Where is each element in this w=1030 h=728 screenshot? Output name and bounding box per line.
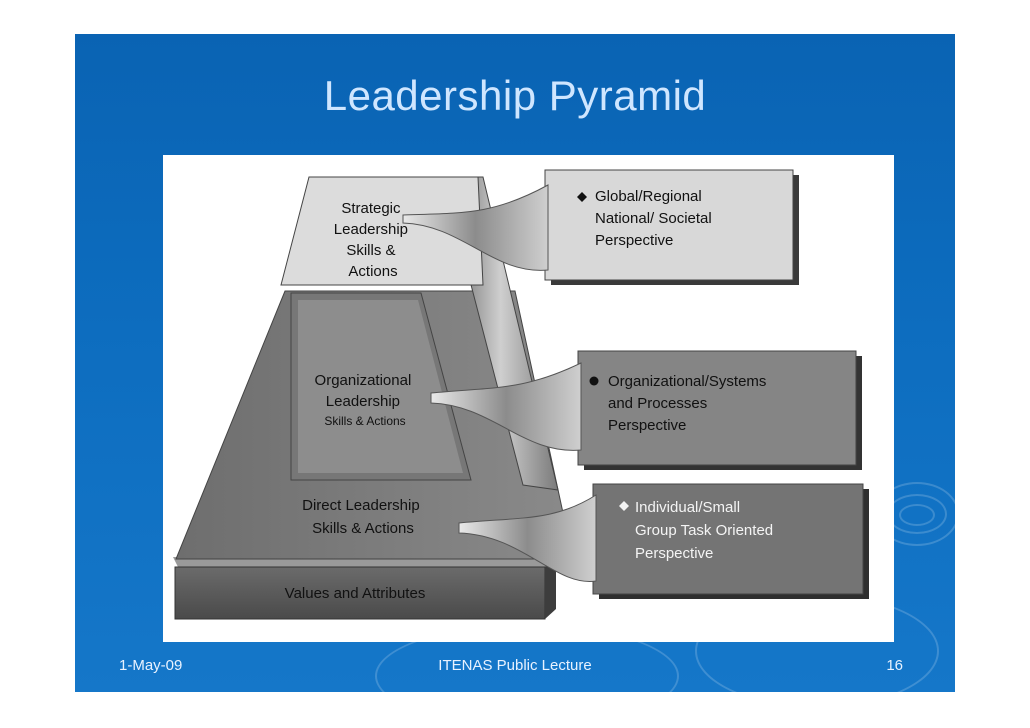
direct-label-line: Direct Leadership	[302, 497, 420, 514]
strategic-label-line: Actions	[348, 263, 397, 280]
strategic-label-line: Leadership	[334, 221, 408, 238]
organizational-inset	[298, 300, 463, 473]
svg-text:Individual/Small Group: Individual/Small Group Task Oriented Per…	[635, 499, 777, 562]
perspective-organizational-line: Organizational/Systems	[608, 373, 766, 390]
strategic-top-block	[280, 176, 484, 286]
footer-date: 1-May-09	[119, 657, 183, 674]
base-slab-top	[173, 557, 556, 569]
connector-arrow-strategic	[402, 184, 549, 271]
leadership-pyramid-diagram: Strategic Leadership Skills & Actions Or…	[163, 155, 894, 642]
svg-text:Global/Regional Nation: Global/Regional National/ Societal Persp…	[595, 188, 716, 249]
svg-text:Direct Leadership Skil: Direct Leadership Skills & Actions	[302, 497, 424, 537]
perspective-individual-line: Individual/Small	[635, 499, 740, 516]
organizational-label-line: Leadership	[326, 393, 400, 410]
slide: Leadership Pyramid	[75, 34, 955, 692]
footer-page-number: 16	[886, 657, 903, 674]
svg-text:Organizational Leaders: Organizational Leadership Skills & Actio…	[315, 372, 416, 428]
pyramid-svg: Strategic Leadership Skills & Actions Or…	[173, 169, 869, 620]
perspective-organizational-line: and Processes	[608, 395, 707, 412]
perspective-individual-line: Group Task Oriented	[635, 522, 773, 539]
svg-text:Organizational/Systems: Organizational/Systems and Processes Per…	[608, 373, 771, 434]
svg-text:Strategic Leadership: Strategic Leadership Skills & Actions	[334, 200, 412, 280]
perspective-global-line: Perspective	[595, 232, 673, 249]
bullet-dot-icon	[589, 376, 599, 386]
strategic-label-line: Strategic	[341, 200, 401, 217]
bullet-diamond-icon	[619, 501, 629, 511]
perspective-box-global	[544, 169, 794, 281]
perspective-global-line: National/ Societal	[595, 210, 712, 227]
connector-arrow-direct	[458, 494, 597, 582]
base-slab	[174, 566, 546, 620]
bullet-diamond-icon	[577, 192, 587, 202]
organizational-label-line: Organizational	[315, 372, 412, 389]
footer-lecture-title: ITENAS Public Lecture	[438, 657, 592, 674]
base-label: Values and Attributes	[285, 585, 426, 602]
decorative-ripple	[899, 504, 935, 526]
strategic-label-line: Skills &	[346, 242, 395, 259]
direct-label-line: Skills & Actions	[312, 520, 414, 537]
organizational-label-line: Skills & Actions	[324, 414, 405, 428]
base-slab-side	[545, 557, 556, 619]
perspective-box-individual	[592, 483, 864, 595]
perspective-individual-line: Perspective	[635, 545, 713, 562]
perspective-box-organizational	[577, 350, 857, 466]
slide-title: Leadership Pyramid	[323, 72, 707, 119]
perspective-global-line: Global/Regional	[595, 188, 702, 205]
connector-arrow-organizational	[430, 362, 582, 451]
perspective-organizational-line: Perspective	[608, 417, 686, 434]
